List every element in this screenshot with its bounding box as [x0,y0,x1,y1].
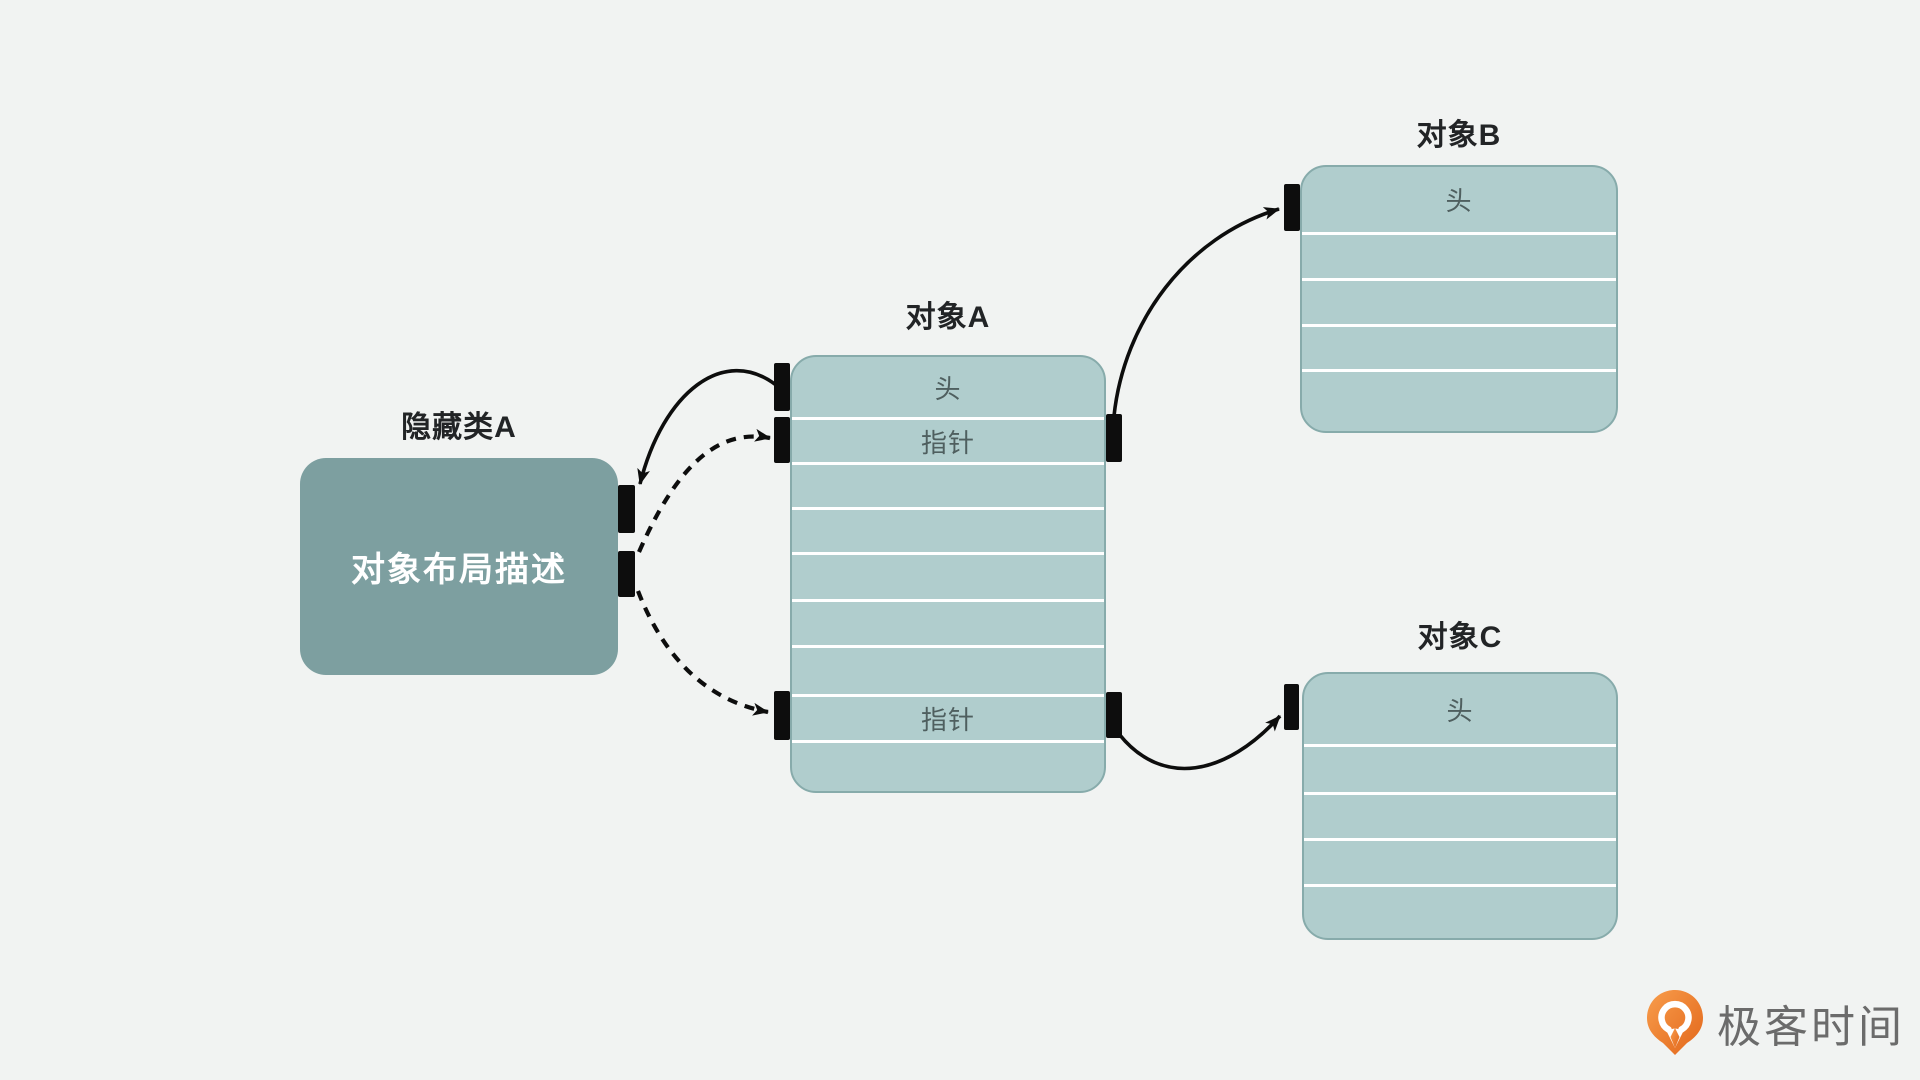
object-c-row [1304,792,1616,838]
object-a-row [792,599,1104,645]
object-a-row-pointer-1: 指针 [792,417,1104,462]
port-object-a-pointer1-left [774,417,790,463]
object-a-row-head: 头 [934,373,962,404]
port-object-a-pointer1-right [1106,414,1122,462]
object-a-row-pointer-2: 指针 [792,694,1104,740]
edge-object-a-pointer2-to-object-c [1117,714,1282,771]
object-c-row [1304,884,1616,938]
object-c-row-head: 头 [1446,695,1474,726]
port-hidden-class-out-1 [618,485,635,533]
object-c-row [1304,744,1616,792]
object-a-node: 头 指针 指针 [790,355,1106,793]
object-a-row [792,462,1104,507]
object-b-row [1302,278,1616,324]
object-a-row [792,645,1104,694]
object-b-row-head: 头 [1445,186,1473,216]
object-b-row [1302,369,1616,431]
object-a-row [792,507,1104,552]
object-c-node: 头 [1302,672,1618,940]
port-object-b-head [1284,184,1300,231]
object-b-title: 对象B [1416,119,1502,152]
geektime-logo-icon [1647,990,1703,1055]
object-a-row [792,740,1104,791]
object-b-node: 头 [1300,165,1618,433]
edge-hidden-class-to-object-a-pointer2 [636,590,769,716]
logo-ring [1658,1000,1692,1033]
hidden-class-a-body: 对象布局描述 [351,551,567,589]
object-c-title: 对象C [1417,621,1503,654]
object-c-row [1304,838,1616,884]
object-a-title: 对象A [905,301,991,334]
object-b-row [1302,232,1616,278]
edge-object-a-pointer1-to-object-b [1112,207,1280,417]
logo-needle [1670,1028,1680,1048]
hidden-class-a-node: 对象布局描述 [300,458,618,675]
port-hidden-class-out-2 [618,551,635,597]
port-object-c-head [1284,684,1299,730]
object-a-row [792,552,1104,599]
port-object-a-pointer2-right [1106,692,1122,738]
hidden-class-a-title: 隐藏类A [401,411,517,444]
geektime-logo-text: 极客时间 [1717,1003,1905,1052]
object-b-row [1302,324,1616,369]
port-object-a-pointer2-left [774,691,790,740]
edge-hidden-class-to-object-a-pointer1 [637,428,771,553]
logo-pin-shape [1647,990,1703,1055]
port-object-a-head-left [774,363,790,411]
geektime-logo: 极客时间 [1646,990,1905,1056]
edge-object-a-head-to-hidden-class [637,368,778,485]
